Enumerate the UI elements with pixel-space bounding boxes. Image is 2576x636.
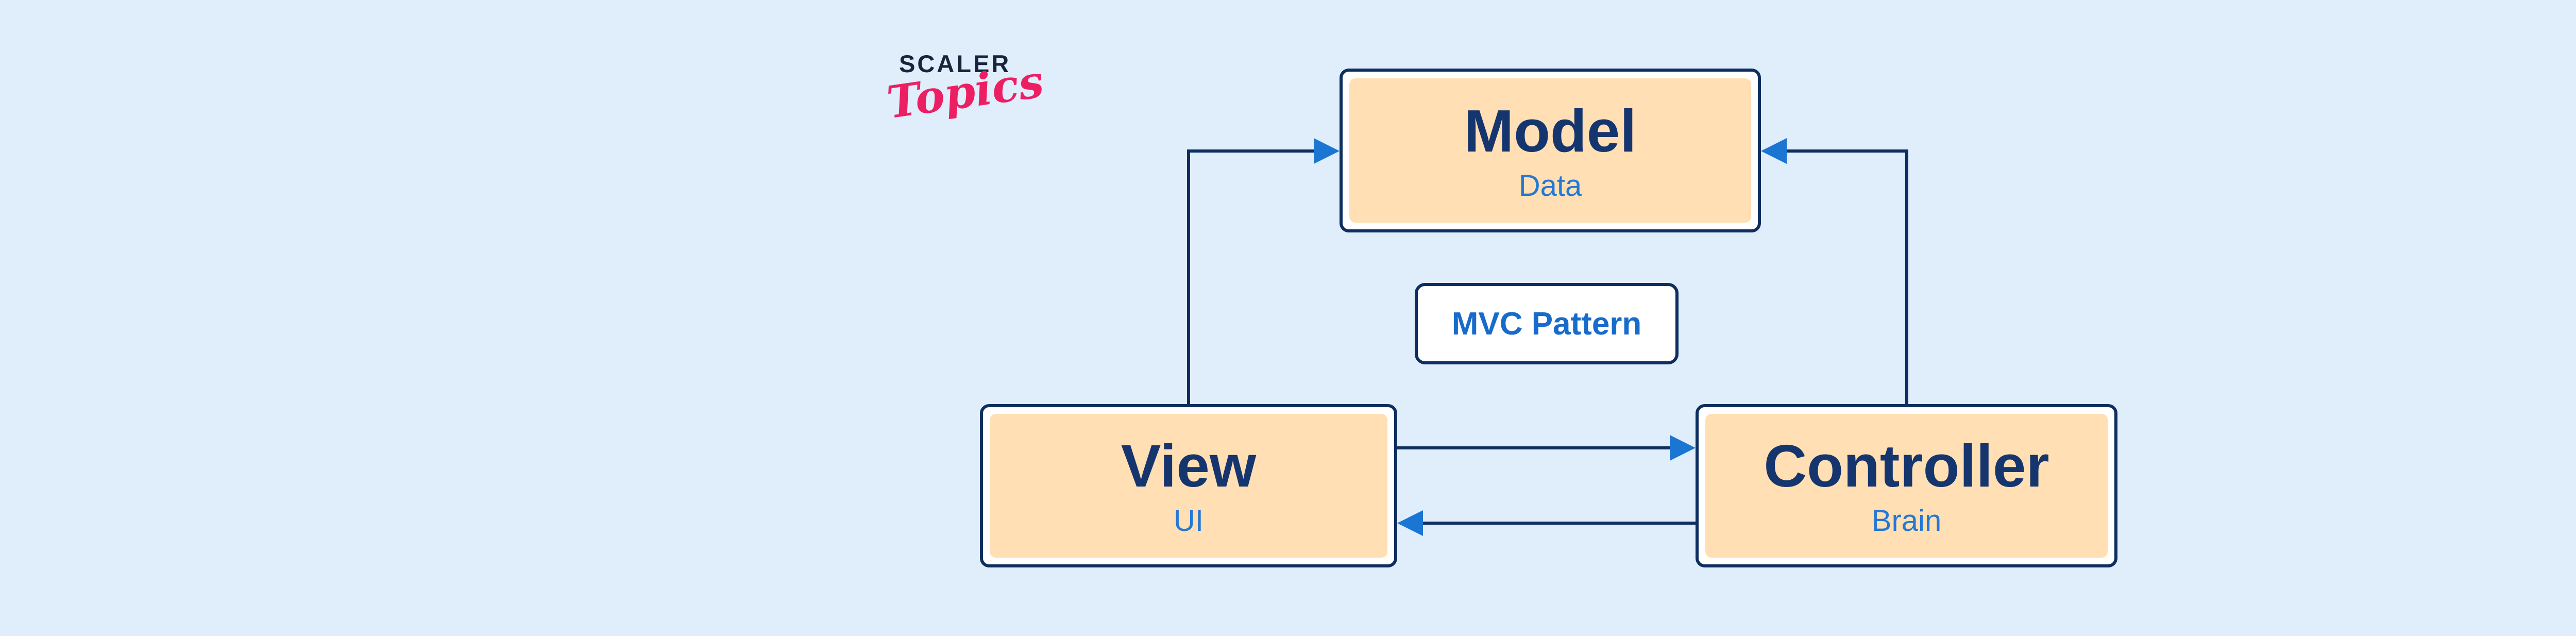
edge-view-to-model — [1187, 138, 1340, 407]
controller-node: Controller Brain — [1696, 404, 2117, 567]
view-node-fill: View UI — [990, 414, 1387, 558]
arrow-right-icon — [1670, 435, 1696, 461]
model-node-fill: Model Data — [1349, 78, 1751, 223]
model-node: Model Data — [1340, 69, 1761, 232]
edge-controller-to-model — [1761, 138, 1908, 407]
mvc-pattern-label: MVC Pattern — [1451, 306, 1642, 342]
view-node: View UI — [980, 404, 1397, 567]
mvc-pattern-badge: MVC Pattern — [1415, 283, 1679, 364]
logo-wordmark: SCALER — [899, 50, 1011, 77]
arrow-left-icon — [1397, 510, 1423, 536]
controller-node-fill: Controller Brain — [1705, 414, 2108, 558]
view-subtitle: UI — [1174, 504, 1204, 538]
model-subtitle: Data — [1518, 169, 1582, 203]
controller-title: Controller — [1764, 432, 2049, 500]
scaler-topics-logo: SCALER Topics — [884, 49, 1047, 158]
arrow-right-icon — [1314, 138, 1340, 164]
view-title: View — [1121, 432, 1257, 500]
edge-view-to-controller — [1397, 435, 1696, 461]
arrow-left-icon — [1761, 138, 1787, 164]
edge-controller-to-view — [1397, 510, 1696, 536]
controller-subtitle: Brain — [1871, 504, 1942, 538]
model-title: Model — [1464, 97, 1637, 164]
